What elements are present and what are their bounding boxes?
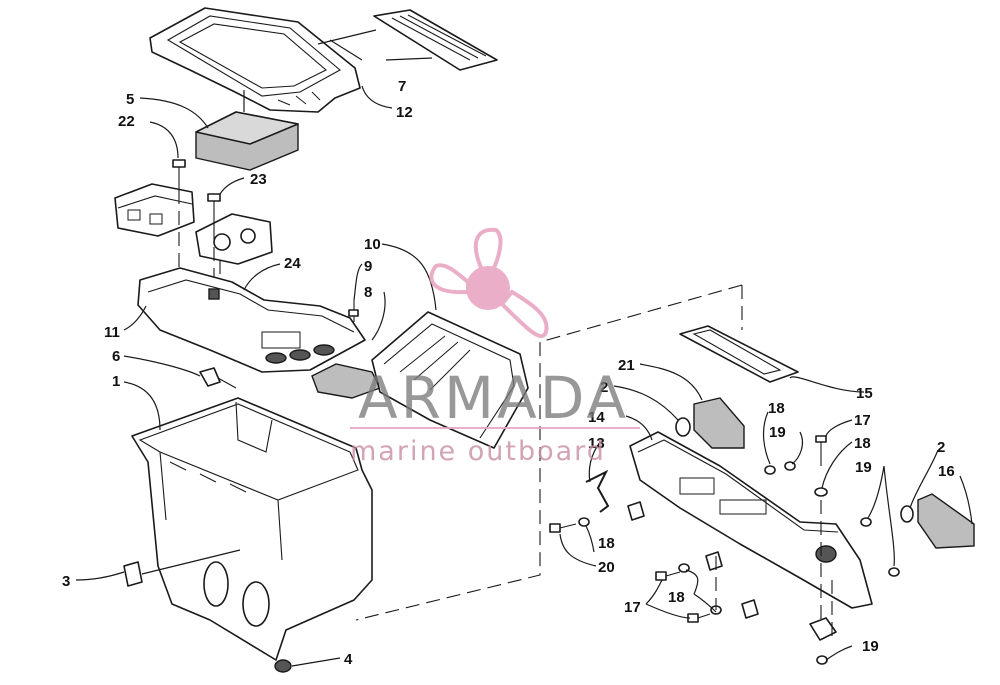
foam-pad-21 xyxy=(693,397,745,449)
callout-12: 12 xyxy=(396,104,413,121)
callout-13: 13 xyxy=(588,435,605,452)
hardware-fasteners xyxy=(549,435,900,665)
plug-2b xyxy=(900,505,914,523)
plug-4 xyxy=(274,659,292,673)
air-box xyxy=(131,397,373,661)
callout-18a: 18 xyxy=(768,400,785,417)
callout-19c: 19 xyxy=(862,638,879,655)
clip-3 xyxy=(123,561,143,587)
watermark-tagline: marine outboard xyxy=(350,436,606,467)
callout-15: 15 xyxy=(856,385,873,402)
callout-18d: 18 xyxy=(668,589,685,606)
intake-duct xyxy=(371,311,529,449)
screw-9 xyxy=(348,300,359,322)
callout-22: 22 xyxy=(118,113,135,130)
callout-19b: 19 xyxy=(855,459,872,476)
callout-5: 5 xyxy=(126,91,134,108)
silencer-base-plate xyxy=(137,267,366,373)
callout-23: 23 xyxy=(250,171,267,188)
callout-17b: 17 xyxy=(624,599,641,616)
callout-1: 1 xyxy=(112,373,120,390)
callout-17a: 17 xyxy=(854,412,871,429)
callout-10: 10 xyxy=(364,236,381,253)
grommet-6 xyxy=(199,367,237,389)
label-decal xyxy=(373,9,498,71)
intake-tube xyxy=(629,431,873,609)
callout-18b: 18 xyxy=(854,435,871,452)
callout-3: 3 xyxy=(62,573,70,590)
callout-7: 7 xyxy=(398,78,406,95)
silencer-lid xyxy=(149,7,363,113)
callout-20: 20 xyxy=(598,559,615,576)
callout-14: 14 xyxy=(588,409,605,426)
callout-24: 24 xyxy=(284,255,301,272)
callout-16: 16 xyxy=(938,463,955,480)
callout-11: 11 xyxy=(104,324,120,341)
air-filter xyxy=(195,111,299,171)
electrical-module-left xyxy=(114,183,195,237)
electrical-module-right xyxy=(195,213,273,265)
bracket-13 xyxy=(585,469,610,513)
callout-2a: 2 xyxy=(600,379,608,396)
plug-2a xyxy=(675,417,691,437)
screw-23 xyxy=(207,193,221,226)
callout-4: 4 xyxy=(344,651,353,668)
propeller-logo-icon xyxy=(429,227,549,339)
screw-22 xyxy=(172,159,186,190)
foam-pad-16 xyxy=(917,493,975,549)
callout-8: 8 xyxy=(364,284,372,301)
callout-19a: 19 xyxy=(769,424,786,441)
callout-21: 21 xyxy=(618,357,635,374)
seal-frame xyxy=(679,325,799,383)
leader-lines xyxy=(75,57,973,667)
callout-18c: 18 xyxy=(598,535,615,552)
callout-2b: 2 xyxy=(937,439,945,456)
watermark-brand: ARMADA xyxy=(358,364,629,432)
callout-6: 6 xyxy=(112,348,120,365)
watermark: ARMADA marine outboard xyxy=(350,227,640,467)
callout-labels: 1 2 2 3 4 5 6 7 8 9 10 11 12 13 14 15 16… xyxy=(62,78,955,668)
callout-9: 9 xyxy=(364,258,372,275)
